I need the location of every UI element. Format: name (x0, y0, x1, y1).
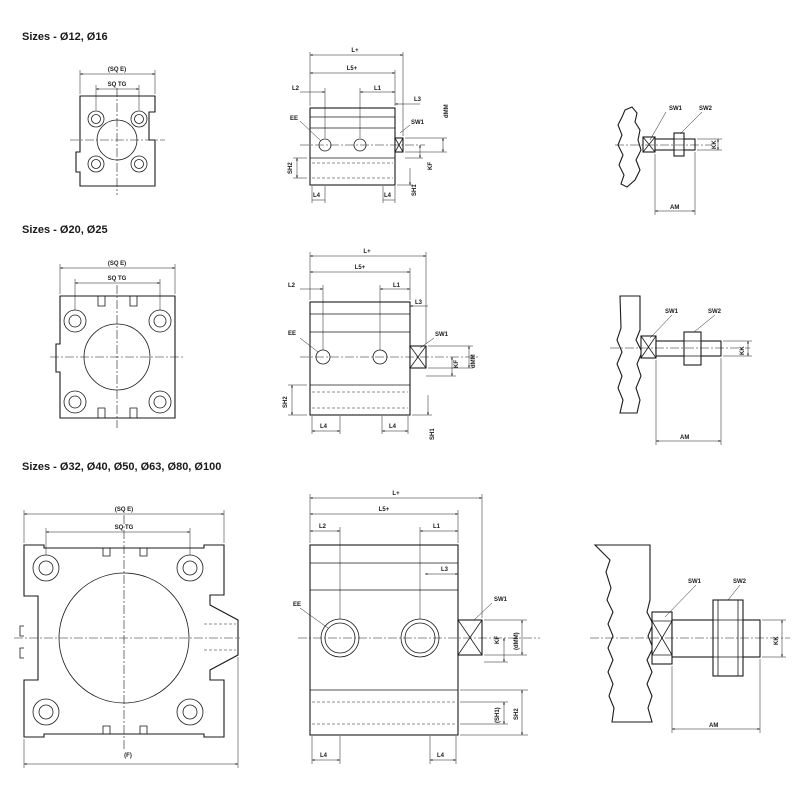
side-view-large (298, 494, 540, 764)
label-am-medium: AM (680, 435, 689, 441)
front-view-large (14, 510, 240, 768)
label-sh2-small: SH2 (288, 162, 294, 174)
rod-end-large (590, 544, 790, 733)
label-l1-small: L1 (374, 86, 382, 92)
label-sq-tg-large: SQ TG (115, 525, 134, 531)
label-l1-large: L1 (433, 524, 441, 530)
label-dmm-small: dMM (444, 104, 450, 118)
label-l4b-medium: L4 (389, 424, 397, 430)
label-ee-small: EE (290, 116, 298, 122)
label-l5-plus-medium: L5+ (355, 265, 366, 271)
rod-end-medium (610, 295, 752, 445)
heading-sizes-32-100: Sizes - Ø32, Ø40, Ø50, Ø63, Ø80, Ø100 (22, 461, 222, 473)
label-sw2-rod-medium: SW2 (708, 309, 722, 315)
label-l3-large: L3 (441, 567, 449, 573)
label-kf-small: KF (428, 162, 434, 170)
label-ee-large: EE (293, 602, 301, 608)
label-sw1-medium: SW1 (435, 332, 449, 338)
label-sw1-rod-large: SW1 (688, 579, 702, 585)
side-view-small (293, 52, 447, 203)
label-ff-large: (F) (124, 753, 132, 759)
label-sw1-large: SW1 (494, 597, 508, 603)
label-dmm-large: (dMM) (514, 632, 520, 650)
label-l4a-large: L4 (320, 753, 328, 759)
label-l4a-small: L4 (313, 193, 321, 199)
label-l2-medium: L2 (288, 283, 296, 289)
label-l2-small: L2 (292, 86, 300, 92)
label-kk-small: KK (712, 140, 718, 149)
label-ee-medium: EE (288, 331, 296, 337)
label-sw2-rod-small: SW2 (699, 106, 713, 112)
label-sq-e-large: (SQ E) (115, 507, 133, 513)
label-sh2-large: SH2 (514, 708, 520, 720)
label-l3-medium: L3 (415, 300, 423, 306)
label-sw1-rod-small: SW1 (669, 106, 683, 112)
heading-sizes-20-25: Sizes - Ø20, Ø25 (22, 224, 108, 236)
label-l2-large: L2 (319, 524, 327, 530)
label-l-plus-large: L+ (392, 491, 400, 497)
label-sh1-medium: SH1 (430, 428, 436, 440)
label-sq-e-small: (SQ E) (108, 67, 126, 73)
label-kk-large: KK (774, 636, 780, 645)
side-view-medium (288, 252, 478, 434)
label-sq-e-medium: (SQ E) (108, 261, 126, 267)
front-view-medium (50, 264, 185, 428)
label-l1-medium: L1 (393, 283, 401, 289)
label-sw1-small: SW1 (411, 120, 425, 126)
label-sw2-rod-large: SW2 (733, 579, 747, 585)
label-kf-medium: KF (454, 360, 460, 368)
label-sh1-small: SH1 (412, 184, 418, 196)
label-am-small: AM (670, 205, 679, 211)
label-sh1-large: (SH1) (495, 707, 501, 723)
label-kf-large: KF (495, 636, 501, 644)
label-l3-small: L3 (414, 97, 422, 103)
label-sq-tg-small: SQ TG (108, 82, 127, 88)
label-sw1-rod-medium: SW1 (665, 309, 679, 315)
label-l5-plus-large: L5+ (379, 507, 390, 513)
heading-sizes-12-16: Sizes - Ø12, Ø16 (22, 31, 108, 43)
label-l5-plus-small: L5+ (347, 66, 358, 72)
front-view-small (70, 70, 165, 195)
label-l-plus-medium: L+ (363, 249, 371, 255)
label-sq-tg-medium: SQ TG (108, 276, 127, 282)
label-sh2-medium: SH2 (283, 396, 289, 408)
label-kk-medium: KK (740, 346, 746, 355)
label-am-large: AM (709, 723, 718, 729)
label-dmm-medium: dMM (471, 354, 477, 368)
label-l4b-small: L4 (384, 193, 392, 199)
rod-end-small (615, 106, 722, 215)
label-l4b-large: L4 (437, 753, 445, 759)
label-l-plus-small: L+ (351, 48, 359, 54)
label-l4a-medium: L4 (320, 424, 328, 430)
